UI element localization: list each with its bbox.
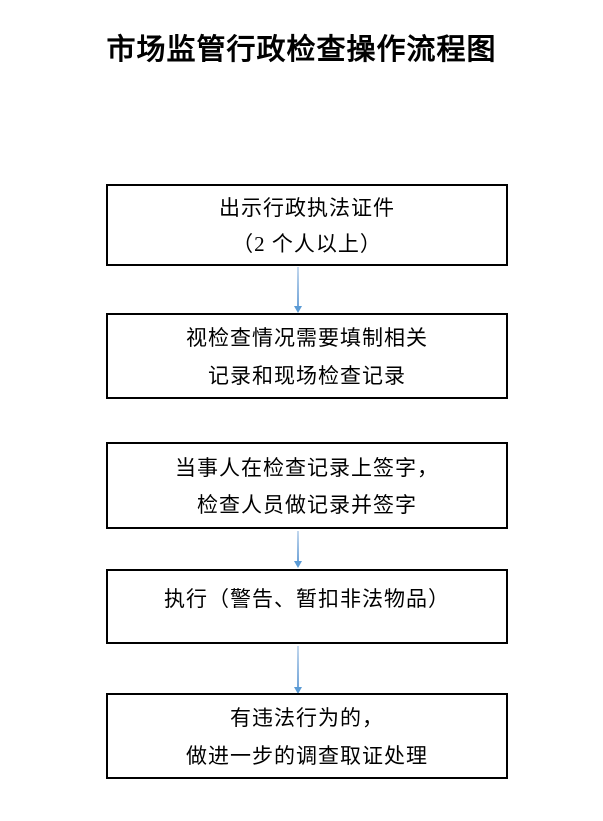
flow-step-fill-records: 视检查情况需要填制相关 记录和现场检查记录 <box>106 313 508 399</box>
down-arrow-connector <box>294 267 302 313</box>
down-arrow-connector <box>294 531 302 568</box>
flow-step-text-line: 记录和现场检查记录 <box>208 363 406 388</box>
flow-step-sign-records: 当事人在检查记录上签字， 检查人员做记录并签字 <box>106 442 508 529</box>
flow-step-text-line: 有违法行为的， <box>230 706 384 731</box>
flow-step-text-line: （2 个人以上） <box>232 232 382 256</box>
flow-step-text-line: 当事人在检查记录上签字， <box>175 455 439 480</box>
flow-step-text-line: 做进一步的调查取证处理 <box>186 743 428 768</box>
flow-step-text-line: 执行（警告、暂扣非法物品） <box>164 587 450 611</box>
page-title: 市场监管行政检查操作流程图 <box>106 34 497 66</box>
flow-step-text-line: 出示行政执法证件 <box>219 196 395 220</box>
flow-step-text-line: 检查人员做记录并签字 <box>197 493 417 518</box>
down-arrow-connector <box>294 646 302 694</box>
flow-step-execute: 执行（警告、暂扣非法物品） <box>106 569 508 644</box>
flow-step-show-credentials: 出示行政执法证件 （2 个人以上） <box>106 184 508 266</box>
flow-step-text-line: 视检查情况需要填制相关 <box>186 326 428 351</box>
flow-step-further-investigation: 有违法行为的， 做进一步的调查取证处理 <box>106 693 508 779</box>
